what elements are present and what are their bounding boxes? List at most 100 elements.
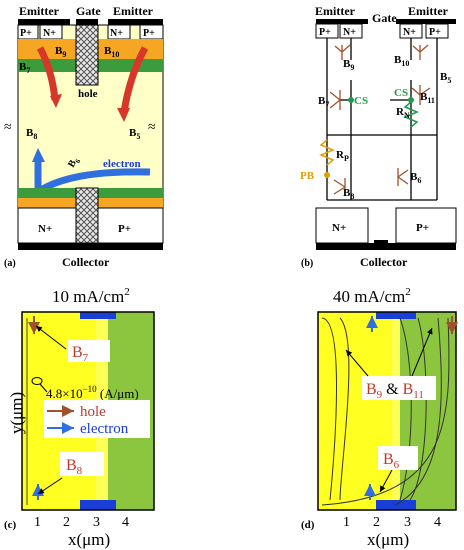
xtick-c-2: 2 [63,515,70,530]
caption-a: (a) [4,258,16,269]
p-plus-collector [97,207,164,244]
p-plus-label-b: P+ [319,27,331,38]
current-contours-d [321,317,450,506]
b5-label-a: B5 [129,127,140,141]
b10-label-a: B10 [104,45,119,59]
collector-trench [75,187,99,244]
legend-electron-label: electron [80,421,129,437]
b8-label-a: B8 [26,127,37,141]
xtick-d-3: 3 [404,515,411,530]
legend-c [44,400,150,438]
rn-label: RN [396,106,410,120]
n-plus-label-b-right: N+ [403,27,416,38]
panel-c: 10 mA/cm2 B7 4.8×10−10 (A/μm) hole elect… [4,286,155,549]
b6-label-a: B6 [66,155,83,171]
current-leader-c [39,383,48,393]
n-layer-right [98,59,163,72]
transition-region-d [392,312,400,510]
emitter-label-right: Emitter [113,4,154,18]
b6-label-d: B6 [383,451,400,471]
b7-pointer-c [35,325,67,350]
xtick-c-4: 4 [122,515,129,530]
caption-b: (b) [301,258,313,269]
b9-b11-label: B9 & B11 [366,381,424,401]
pb-label: PB [300,170,315,182]
emitter-contact-right-b [396,19,456,24]
b8-label-c: B8 [66,457,83,477]
b7-box-c [68,340,110,362]
collector-gate-b [374,240,388,246]
p-plus-bottom-label: P+ [118,223,131,235]
cs-node-left [348,97,354,103]
cs-node-right [408,97,414,103]
b9-pointer-d [345,349,369,377]
rn-resistor [403,101,419,128]
b7-label-b: B7 [318,95,329,109]
gate-contact [76,19,98,25]
cs-label-right: CS [394,87,408,99]
caption-c: (c) [4,519,17,531]
b5-label-b: B5 [440,71,451,85]
gate-trench [75,24,99,86]
rp-label: RP [336,149,349,163]
xtick-c-3: 3 [93,515,100,530]
p-plus-bottom-label-b: P+ [416,222,429,234]
emitter-label-left: Emitter [19,4,60,18]
p-base-right [98,39,163,59]
break-mark-right: ≈ [148,120,156,135]
xticks-c: 1 2 3 4 [34,515,129,530]
b7-label-c: B7 [72,344,89,364]
emitter-contact-left [18,19,70,25]
emitter-label-right-b: Emitter [408,4,449,18]
rp-resistor [319,139,335,166]
xticks-d: 1 2 3 4 [343,515,441,530]
emitter-contact-left-b [316,19,368,24]
legend-hole-label: hole [80,404,106,420]
emitter-contact-right [108,19,163,25]
b9-label-a: B9 [55,45,66,59]
xlabel-c: x(μm) [68,530,110,549]
hole-arrowhead-left [50,94,62,108]
bottom-contact-c [80,500,116,510]
b6-label-b: B6 [410,171,421,185]
hole-arrow-left [36,46,59,101]
gate-label: Gate [76,4,101,18]
collector-contact-b [316,243,456,250]
cs-label-left: CS [354,95,368,107]
gate-label-b: Gate [372,11,397,25]
current-label-c: 4.8×10−10 (A/μm) [46,384,139,401]
circuit-wires [326,38,438,201]
b6-pointer-d [379,469,393,493]
electron-arrow-a [36,168,151,195]
b6-box-d [378,446,418,470]
xtick-d-4: 4 [434,515,441,530]
b8-box-c [60,452,104,476]
plot-frame-c [21,311,155,511]
hole-arrowhead-right [117,108,130,122]
transistor-symbols-b [329,44,431,196]
emitter-label-left-b: Emitter [315,4,356,18]
p-plus-label-b-right: P+ [429,27,441,38]
p-plus-label: P+ [20,28,32,39]
pb-node [324,172,330,178]
collector-label-a: Collector [62,255,110,269]
collector-label-b: Collector [360,255,408,269]
xlabel-d: x(μm) [367,530,409,549]
b7-label-a: B7 [19,61,30,75]
n-plus-collector [17,207,77,244]
n-plus-collector-b [315,207,369,244]
xtick-d-2: 2 [373,515,380,530]
top-contact-c [80,312,116,319]
b10-label-b: B10 [394,54,409,68]
ylabel-c: y(μm) [7,392,26,434]
panel-a: Emitter Gate Emitter P+ N+ N+ P+ B9 B10 … [4,4,164,269]
p-plus-label-right: P+ [143,28,155,39]
yellow-region-d [318,312,392,510]
panel-d: 40 mA/cm2 B9 & B11 B6 1 2 3 4 [301,286,458,549]
break-mark-left: ≈ [4,120,12,135]
panel-b: Emitter Gate Emitter P+ N+ N+ P+ [300,4,457,269]
plot-frame-d [317,311,457,511]
electron-label-a: electron [103,158,141,170]
n-plus-label-right: N+ [110,28,123,39]
